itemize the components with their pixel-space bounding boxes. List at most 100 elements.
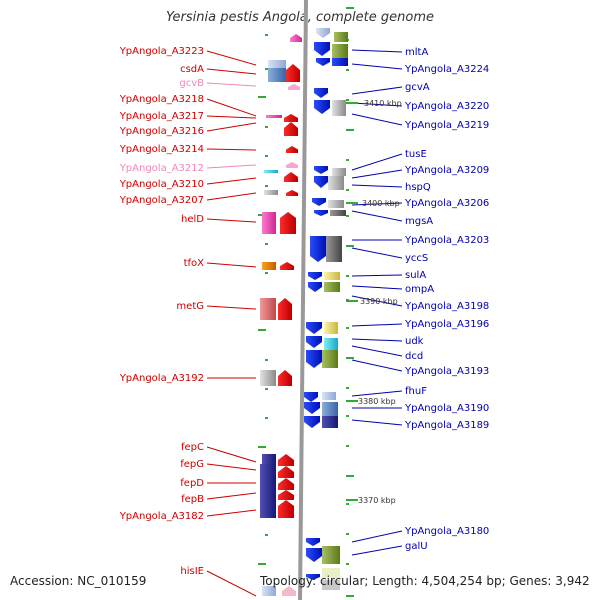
connector-line: [351, 530, 403, 543]
tick-mark: [346, 245, 354, 247]
tick-mark: [346, 533, 349, 535]
gene-arrow-down: [314, 100, 330, 114]
gene-label: ompA: [405, 284, 434, 295]
gene-box: [322, 402, 338, 416]
scale-tick: [346, 400, 358, 402]
tick-mark: [265, 272, 268, 274]
gene-label: YpAngola_A3207: [119, 195, 204, 206]
connector-line: [206, 164, 257, 169]
gene-box: [324, 338, 338, 346]
gene-arrow-down: [306, 350, 322, 368]
gene-arrow-up: [286, 190, 298, 196]
tick-mark: [346, 275, 349, 277]
connector-line: [351, 274, 403, 277]
gene-label: YpAngola_A3193: [404, 366, 489, 377]
gene-label: YpAngola_A3223: [119, 46, 204, 57]
gene-arrow-down: [306, 322, 322, 334]
connector-line: [351, 49, 403, 53]
connector-line: [206, 463, 257, 471]
connector-line: [351, 390, 403, 397]
gene-box: [324, 282, 340, 292]
connector-line: [351, 102, 403, 107]
tick-mark: [346, 7, 354, 9]
gene-box: [332, 168, 346, 176]
gene-box: [324, 322, 338, 334]
gene-label: hisIE: [180, 566, 204, 577]
gene-label: fepD: [180, 478, 204, 489]
gene-box: [268, 68, 286, 82]
gene-label: sulA: [405, 270, 426, 281]
gene-label: yccS: [405, 253, 428, 264]
tick-mark: [346, 357, 354, 359]
gene-box: [264, 170, 278, 173]
gene-arrow-down: [316, 58, 330, 66]
connector-line: [206, 115, 257, 119]
tick-mark: [265, 126, 268, 128]
gene-box: [322, 580, 340, 590]
tick-mark: [346, 159, 349, 161]
connector-line: [351, 247, 403, 259]
topology-text: Topology: circular; Length: 4,504,254 bp…: [260, 574, 590, 588]
gene-label: fhuF: [405, 386, 427, 397]
gene-label: fepC: [181, 442, 204, 453]
connector-line: [351, 153, 403, 171]
gene-arrow-down: [316, 28, 330, 38]
gene-label: dcd: [405, 351, 423, 362]
gene-label: csdA: [180, 64, 204, 75]
tick-mark: [346, 475, 354, 477]
gene-arrow-up: [286, 162, 298, 168]
gene-label: YpAngola_A3214: [119, 144, 204, 155]
gene-label: hspQ: [405, 182, 431, 193]
connector-line: [351, 285, 403, 290]
gene-label: YpAngola_A3217: [119, 111, 204, 122]
gene-arrow-down: [312, 198, 326, 206]
tick-mark: [265, 359, 268, 361]
tick-mark: [346, 189, 349, 191]
connector-line: [206, 570, 257, 597]
connector-line: [351, 202, 403, 206]
right-gene-labels: mltAYpAngola_A3224gcvAYpAngola_A3220YpAn…: [404, 47, 489, 552]
connector-line: [206, 82, 257, 87]
connector-line: [206, 148, 257, 151]
gene-label: YpAngola_A3180: [404, 526, 489, 537]
connector-line: [206, 492, 257, 500]
scale-tick: [346, 202, 358, 204]
gene-arrow-down: [304, 392, 318, 402]
gene-label: gcvB: [179, 78, 204, 89]
gene-arrow-down: [314, 42, 330, 56]
gene-arrow-down: [306, 574, 320, 580]
connector-line: [206, 122, 257, 132]
scale-tick: [346, 300, 358, 302]
tick-mark: [258, 446, 266, 448]
gene-label: YpAngola_A3192: [119, 373, 204, 384]
gene-features: [260, 28, 348, 596]
connector-line: [206, 50, 257, 66]
gene-arrow-up: [278, 500, 294, 518]
gene-label: tfoX: [184, 258, 205, 269]
connector-line: [351, 184, 403, 188]
tick-mark: [346, 445, 349, 447]
gene-arrow-down: [306, 548, 322, 562]
gene-label: metG: [176, 301, 204, 312]
tick-mark: [346, 595, 354, 597]
tick-mark: [346, 129, 354, 131]
gene-arrow-up: [286, 146, 298, 153]
gene-box: [260, 464, 276, 518]
connector-line: [206, 177, 257, 185]
gene-box: [262, 586, 276, 596]
gene-label: YpAngola_A3210: [119, 179, 204, 190]
gene-arrow-down: [304, 416, 320, 428]
gene-box: [264, 190, 278, 195]
gene-box: [332, 100, 346, 116]
tick-mark: [258, 563, 266, 565]
gene-box: [322, 546, 340, 564]
tick-mark: [346, 99, 349, 101]
connector-line: [206, 305, 257, 310]
tick-mark: [346, 387, 349, 389]
gene-arrow-down: [314, 210, 328, 216]
tick-mark: [258, 96, 266, 98]
gene-box: [262, 262, 276, 270]
tick-mark: [258, 329, 266, 331]
tick-mark: [346, 563, 349, 565]
gene-label: YpAngola_A3218: [119, 94, 204, 105]
